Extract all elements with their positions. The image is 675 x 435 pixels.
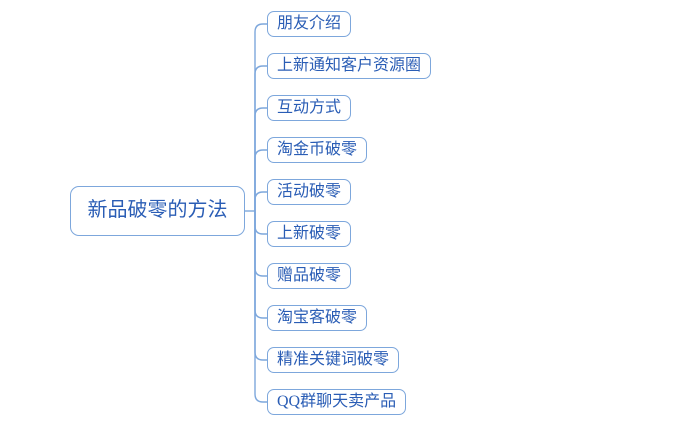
branch-connector-line bbox=[254, 149, 267, 211]
branch-connector-line bbox=[254, 65, 267, 211]
mindmap-child-node[interactable]: 互动方式 bbox=[267, 95, 352, 121]
branch-connector-line bbox=[254, 211, 267, 319]
mindmap-child-node[interactable]: 淘宝客破零 bbox=[267, 305, 368, 331]
mindmap-child-node[interactable]: 朋友介绍 bbox=[267, 11, 352, 37]
mindmap-root-node[interactable]: 新品破零的方法 bbox=[70, 186, 245, 236]
branch-connector-line bbox=[254, 211, 267, 277]
mindmap-child-node[interactable]: 淘金币破零 bbox=[267, 137, 368, 163]
mindmap-child-node[interactable]: QQ群聊天卖产品 bbox=[267, 389, 407, 415]
mindmap-child-node[interactable]: 活动破零 bbox=[267, 179, 352, 205]
mindmap-child-node[interactable]: 赠品破零 bbox=[267, 263, 352, 289]
mindmap-child-node[interactable]: 上新通知客户资源圈 bbox=[267, 53, 432, 79]
mindmap-child-node[interactable]: 上新破零 bbox=[267, 221, 352, 247]
mindmap-child-node[interactable]: 精准关键词破零 bbox=[267, 347, 400, 373]
branch-connector-line bbox=[254, 191, 267, 211]
branch-connector-line bbox=[254, 107, 267, 211]
branch-connector-line bbox=[254, 211, 267, 403]
branch-connector-line bbox=[254, 23, 267, 211]
branch-connector-line bbox=[254, 211, 267, 235]
